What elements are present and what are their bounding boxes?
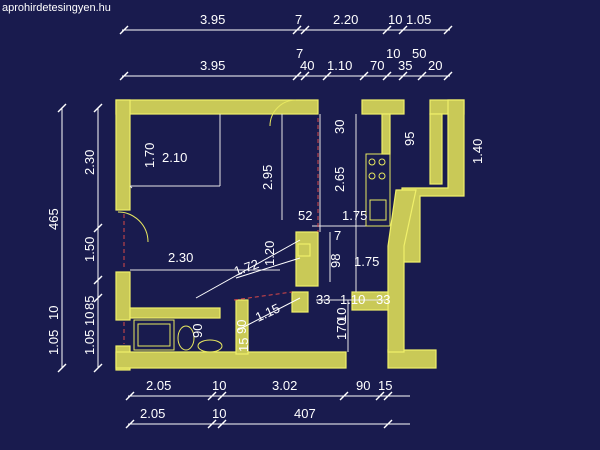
dim-label: 33 [376, 292, 390, 307]
watermark: aprohirdetesingyen.hu [2, 2, 111, 14]
dim-label: 1.20 [262, 241, 277, 266]
dim-label: 2.20 [333, 12, 358, 27]
dim-label: 3.95 [200, 12, 225, 27]
dim-label: 1.05 [46, 330, 61, 355]
dim-label: 170 [334, 318, 349, 340]
dim-label: 1.05 [406, 12, 431, 27]
dim-label: 10 [212, 406, 226, 421]
dim-label: 33 [316, 292, 330, 307]
dim-label: 3.95 [200, 58, 225, 73]
dim-label: 2.65 [332, 167, 347, 192]
dim-label: 10 [46, 306, 61, 320]
dim-label: 52 [298, 208, 312, 223]
dim-label: 1.50 [82, 237, 97, 262]
dim-label: 7 [296, 46, 303, 61]
dim-label: 465 [46, 208, 61, 230]
dim-label: 2.95 [260, 165, 275, 190]
dim-label: 90 [356, 378, 370, 393]
walls [115, 99, 465, 371]
dim-label: 7 [334, 228, 341, 243]
dim-label: 1.40 [470, 139, 485, 164]
dim-label: 85 [82, 296, 97, 310]
sink-icon [369, 199, 387, 221]
dim-label: 30 [332, 120, 347, 134]
dim-label: 2.05 [140, 406, 165, 421]
dim-label: 95 [402, 132, 417, 146]
dim-label: 1.10 [327, 58, 352, 73]
dim-label: 1.15 [253, 300, 282, 324]
dim-label: 1.72 [232, 256, 261, 279]
dim-label: 1.05 [82, 330, 97, 355]
dim-label: 1.70 [142, 143, 157, 168]
dim-label: 50 [412, 46, 426, 61]
dim-label: 2.30 [168, 250, 193, 265]
shower-icon [133, 319, 175, 351]
toilet-icon [177, 325, 195, 351]
dim-label: 90 [234, 320, 249, 334]
door-icon [269, 99, 297, 127]
dim-label: 3.02 [272, 378, 297, 393]
dim-label: 35 [398, 58, 412, 73]
washbasin-icon [197, 339, 223, 353]
dim-label: 20 [428, 58, 442, 73]
dim-label: 1.75 [342, 208, 367, 223]
dim-label: 2.10 [162, 150, 187, 165]
dim-label: 7 [295, 12, 302, 27]
dim-label: 98 [328, 254, 343, 268]
dim-label: 15 [236, 338, 251, 352]
dim-label: 15 [378, 378, 392, 393]
dim-label: 10 [388, 12, 402, 27]
dim-label: 40 [300, 58, 314, 73]
dim-label: 10 [386, 46, 400, 61]
dim-label: 90 [190, 324, 205, 338]
dim-label: 10 [334, 308, 349, 322]
door-icon [117, 211, 149, 243]
dim-label: 2.05 [146, 378, 171, 393]
dim-label: 10 [82, 312, 97, 326]
dim-label: 70 [370, 58, 384, 73]
kitchen-counter [365, 153, 391, 227]
dim-label: 1.75 [354, 254, 379, 269]
dim-label: 2.30 [82, 150, 97, 175]
dim-label: 407 [294, 406, 316, 421]
dim-label: 1.10 [340, 292, 365, 307]
dim-label: 10 [212, 378, 226, 393]
